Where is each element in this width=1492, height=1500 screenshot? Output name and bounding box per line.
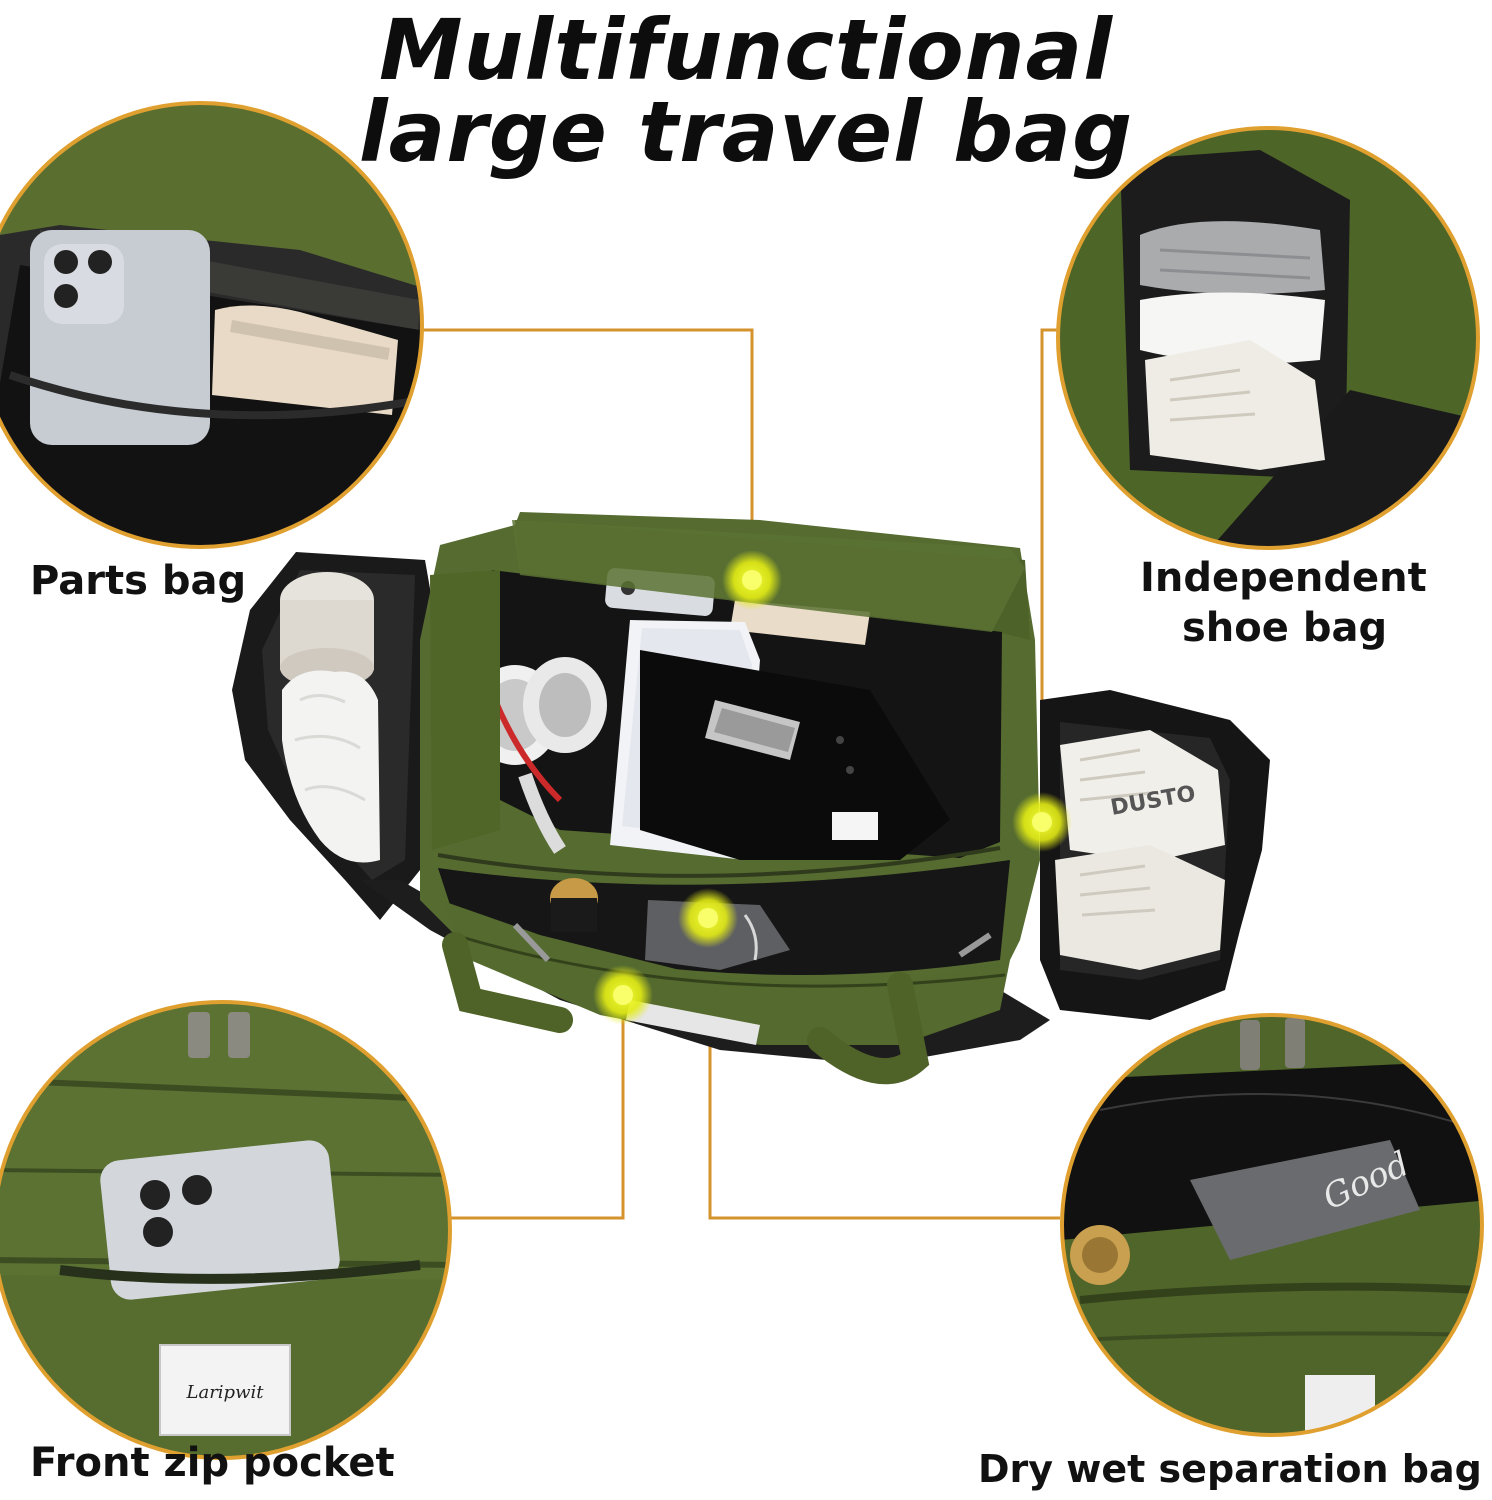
hotspot-dot-icon: [593, 965, 653, 1025]
detail-circle-parts-bag: [0, 101, 424, 549]
page-title-line-2: large travel bag: [358, 83, 1134, 181]
detail-circle-shoe-bag: [1056, 126, 1480, 550]
brand-label-text: Laripwit: [186, 1382, 265, 1403]
callout-shoe-bag-line-2: shoe bag: [1182, 605, 1388, 651]
callout-front-zip-pocket: Front zip pocket: [30, 1440, 395, 1486]
hotspots: [593, 550, 1072, 1025]
hotspot-dot-icon: [1012, 792, 1072, 852]
page-title-line-1: Multifunctional: [378, 1, 1113, 99]
hotspot-dot-icon: [678, 888, 738, 948]
callout-shoe-bag-line-1: Independent: [1140, 555, 1427, 601]
detail-circle-front-pocket: Laripwit: [0, 1000, 452, 1460]
main-bag: DUSTO: [232, 512, 1270, 1085]
hotspot-dot-icon: [722, 550, 782, 610]
detail-circle-dry-wet: Good: [1060, 1013, 1484, 1437]
callout-parts-bag: Parts bag: [30, 558, 247, 604]
callout-dry-wet-separation: Dry wet separation bag: [978, 1447, 1482, 1491]
